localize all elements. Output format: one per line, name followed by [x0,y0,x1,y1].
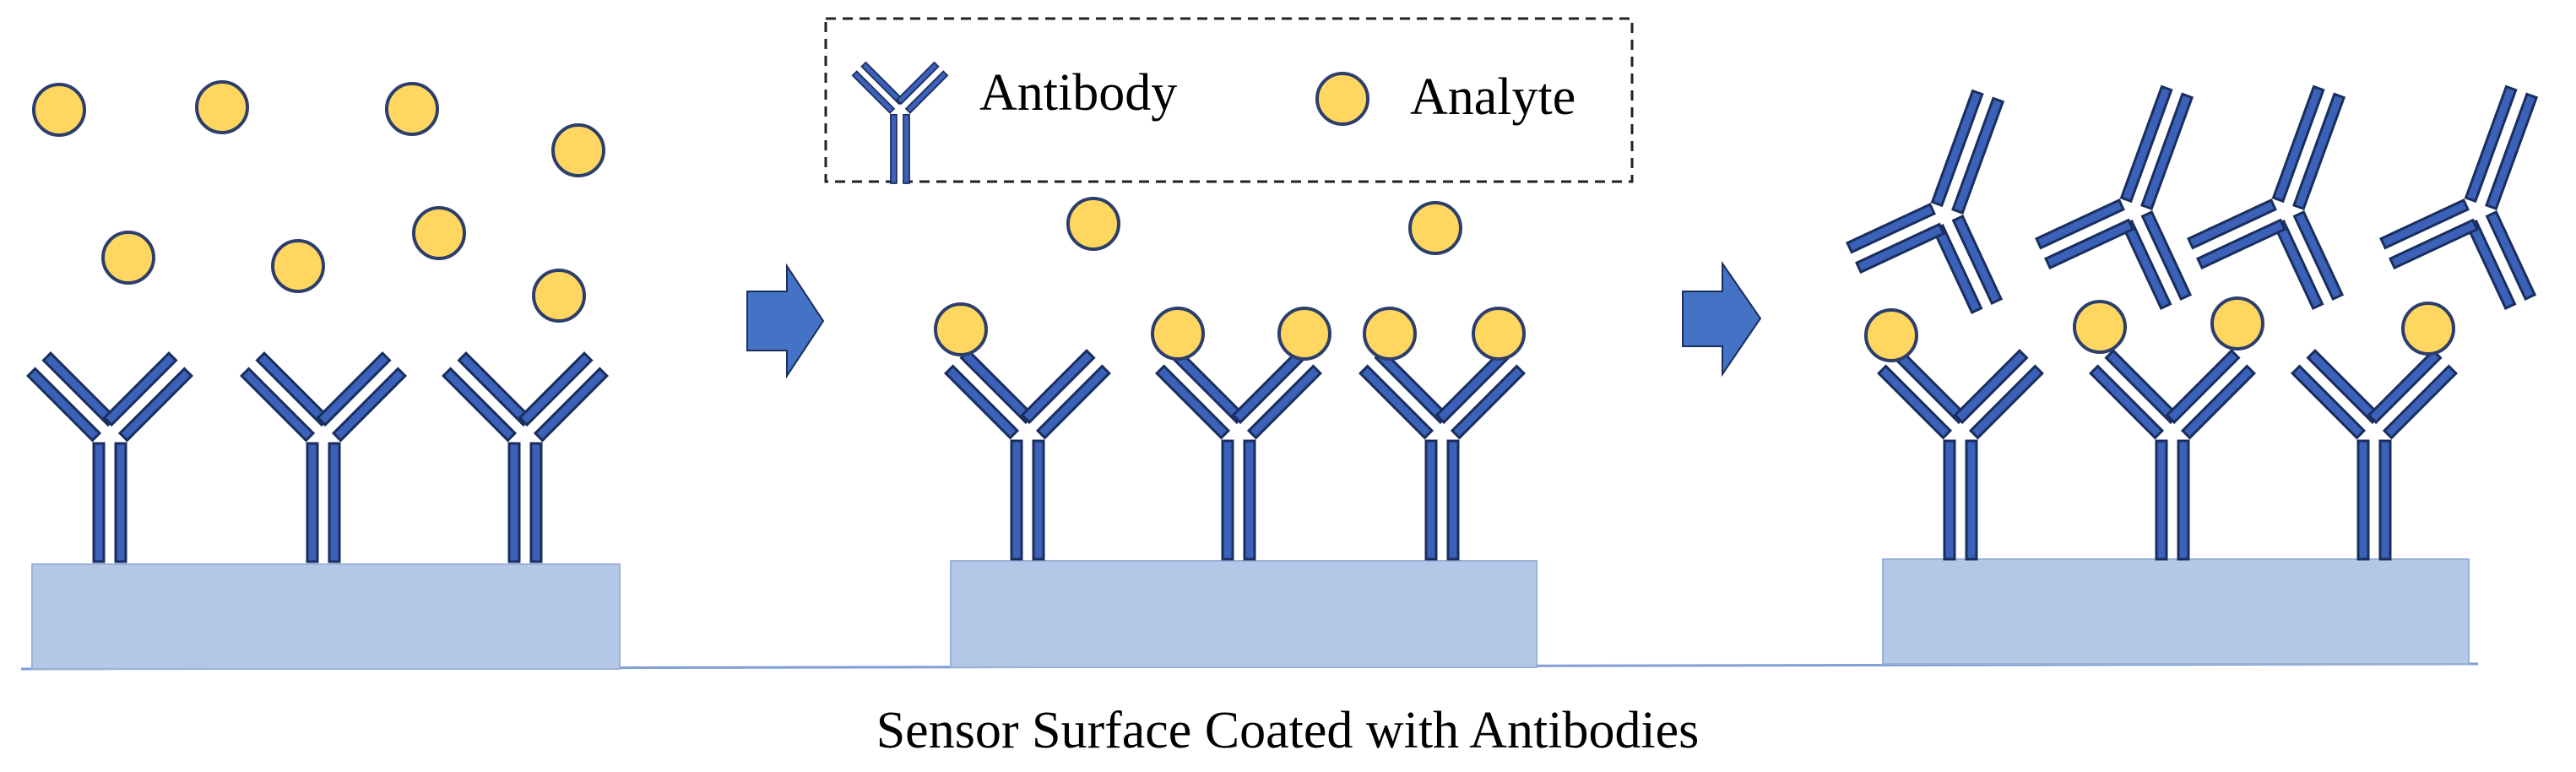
analyte-icon [32,83,86,137]
analyte-icon [385,82,439,136]
antibody-icon [1838,67,2066,322]
analyte-icon [532,269,586,323]
antibody-icon [2179,63,2407,318]
antibody-icon [1877,349,2044,561]
antibody-icon [2372,63,2576,318]
analyte-icon [1151,307,1205,361]
analyte-icon [1408,201,1462,255]
antibody-icon [851,61,949,184]
analyte-icon [551,123,605,177]
antibody-icon [240,351,407,563]
analyte-icon [195,80,249,134]
legend: Antibody Analyte [824,17,1634,184]
antibody-icon [2027,63,2255,318]
arrow-right-icon [746,263,825,379]
antibody-icon [2089,349,2256,561]
legend-analyte-label: Analyte [1410,68,1575,126]
antibody-icon [1359,349,1526,561]
legend-antibody-label: Antibody [979,64,1177,122]
analyte-icon [2073,300,2127,354]
antibody-icon [1155,349,1322,561]
analyte-icon [934,302,988,356]
sensor-surface [31,563,621,670]
antibody-icon [442,351,609,563]
analyte-icon [1066,197,1120,251]
analyte-icon [1864,308,1918,362]
antibody-icon [2291,349,2458,561]
analyte-icon [412,206,466,260]
analyte-icon [1277,307,1331,361]
analyte-icon [1472,307,1526,361]
analyte-icon [2401,302,2455,356]
analyte-icon [271,239,325,293]
panel-3 [1838,63,2576,665]
analyte-icon [1363,307,1417,361]
antibody-icon [26,351,193,563]
sensor-surface [950,560,1537,668]
analyte-icon [101,231,155,285]
analyte-icon [1315,72,1369,126]
panel-1 [26,80,621,670]
legend-box [824,17,1634,183]
arrow-right-icon [1682,260,1762,378]
antibody-icon [944,349,1111,561]
sensor-surface [1882,558,2470,665]
panel-2 [934,197,1537,668]
analyte-icon [2210,296,2264,351]
caption: Sensor Surface Coated with Antibodies [876,702,1700,759]
